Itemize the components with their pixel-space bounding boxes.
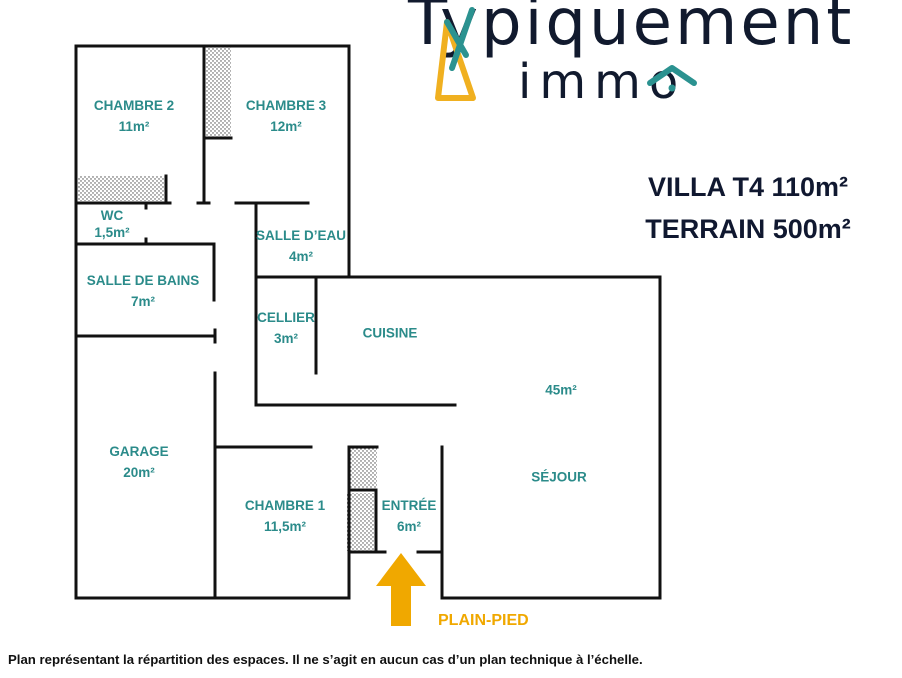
room-salle-eau: SALLE D’EAU 4m² [256,225,346,267]
room-name: CHAMBRE 3 [245,98,327,113]
room-area: 11m² [118,119,150,134]
room-area: 6m² [396,519,422,534]
entrance-arrow-icon [376,553,426,626]
closet-entree-bottom [347,493,376,551]
room-area: 1,5m² [94,225,130,240]
closet-entree-top [350,448,377,488]
room-sejour-area: 45m² [545,382,577,398]
headline-villa: VILLA T4 110m² [647,172,849,202]
room-entree: ENTRÉE 6m² [382,495,437,537]
room-area: 12m² [270,119,302,134]
room-name: GARAGE [109,444,169,459]
room-name: WC [100,208,124,223]
room-cuisine: CUISINE [363,323,418,344]
headline-terrain: TERRAIN 500m² [645,214,851,244]
room-name: SALLE D’EAU [255,228,347,243]
room-area: 20m² [123,465,155,480]
room-area: 11,5m² [263,519,307,534]
room-chambre-2: CHAMBRE 2 11m² [94,95,174,137]
closet-chambre3 [206,47,231,138]
room-chambre-1: CHAMBRE 1 11,5m² [245,495,325,537]
room-area: 7m² [130,294,156,309]
entrance-label: PLAIN-PIED [438,612,529,629]
room-name: CHAMBRE 2 [93,98,175,113]
logo-wordmark: Typiquement [408,0,855,60]
closet-chambre2 [78,176,166,201]
logo-house-icon [647,65,697,92]
room-garage: GARAGE 20m² [109,441,168,483]
room-area: 3m² [273,331,299,346]
disclaimer: Plan représentant la répartition des esp… [8,652,643,667]
room-area: 4m² [288,249,314,264]
room-wc: WC 1,5m² [94,207,129,241]
room-cellier: CELLIER 3m² [257,307,315,349]
room-sejour: SÉJOUR [531,469,587,485]
room-salle-bains: SALLE DE BAINS 7m² [87,270,200,312]
logo-mark-icon [435,7,476,101]
room-name: SALLE DE BAINS [86,273,200,288]
room-name: ENTRÉE [381,498,437,513]
room-name: CHAMBRE 1 [244,498,326,513]
room-name: CELLIER [257,310,315,325]
room-chambre-3: CHAMBRE 3 12m² [246,95,326,137]
walls [74,44,662,600]
room-name: CUISINE [362,325,418,341]
